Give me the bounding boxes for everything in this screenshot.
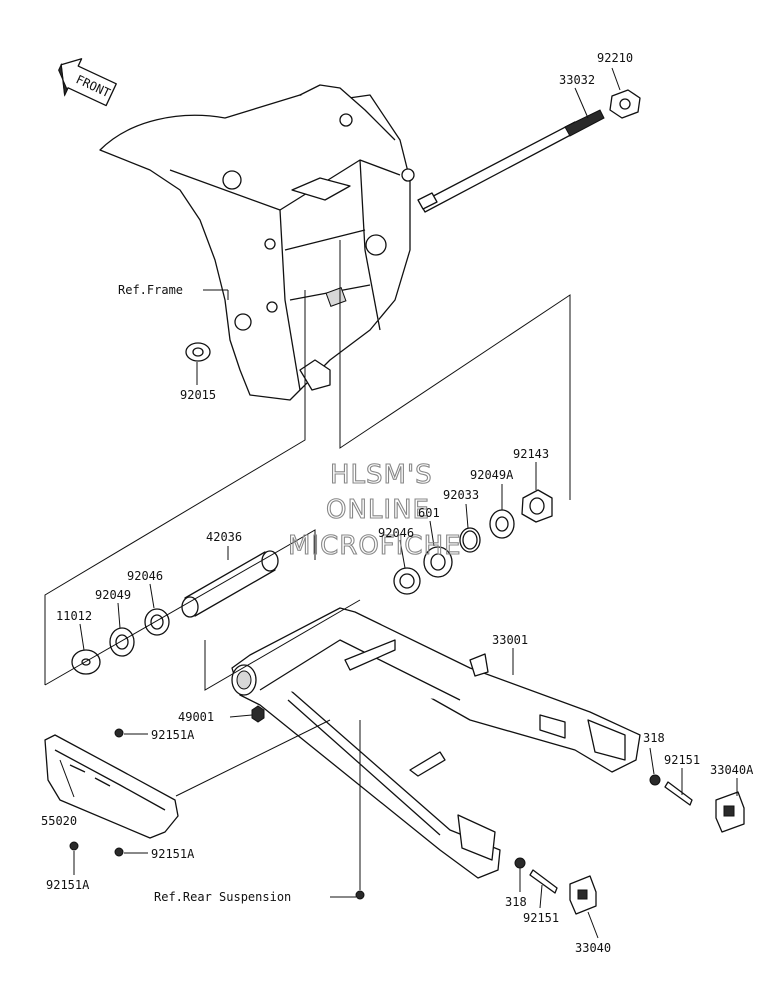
part-label-318-right: 318 — [643, 731, 665, 745]
part-label-33040: 33040 — [575, 941, 611, 955]
watermark-line-3: MICROFICHE — [288, 531, 462, 561]
fasteners — [69, 705, 745, 915]
part-label-601: 601 — [418, 506, 440, 520]
part-label-92151A-top: 92151A — [151, 728, 195, 742]
watermark-line-1: HLSM'S — [330, 460, 433, 490]
part-label-11012: 11012 — [56, 609, 92, 623]
nut-49001-icon — [251, 705, 265, 723]
leader-lines — [59, 67, 738, 939]
part-label-318-bottom: 318 — [505, 895, 527, 909]
part-label-92210: 92210 — [597, 51, 633, 65]
part-label-42036: 42036 — [206, 530, 242, 544]
part-label-49001: 49001 — [178, 710, 214, 724]
part-label-92151-bottom: 92151 — [523, 911, 559, 925]
part-label-33032: 33032 — [559, 73, 595, 87]
part-label-33040A: 33040A — [710, 763, 754, 777]
bearing-stack-right — [393, 489, 553, 595]
washer-318-right-icon — [649, 774, 661, 786]
part-label-92151A-bottom: 92151A — [46, 878, 90, 892]
swingarm-33001 — [231, 607, 641, 879]
bolt-92151A-bottom-icon — [69, 841, 79, 851]
sleeve-42036 — [181, 550, 279, 618]
washer-318-bottom-icon — [514, 857, 526, 869]
part-label-92033: 92033 — [443, 488, 479, 502]
group-outlines — [44, 240, 571, 691]
collar-92015 — [185, 342, 211, 362]
part-label-92046-upper: 92046 — [378, 526, 414, 540]
part-label-92151A-mid: 92151A — [151, 847, 195, 861]
front-arrow-icon: FRONT — [58, 58, 117, 107]
pivot-shaft — [417, 109, 605, 213]
part-label-92049: 92049 — [95, 588, 131, 602]
bolt-92151-bottom-icon — [529, 869, 558, 894]
part-label-92046-lower: 92046 — [127, 569, 163, 583]
bolt-92151A-mid-icon — [114, 847, 124, 857]
ref-frame-label: Ref.Frame — [118, 283, 183, 297]
part-label-33001: 33001 — [492, 633, 528, 647]
bolt-92151-right-icon — [664, 781, 693, 806]
part-label-92143: 92143 — [513, 447, 549, 461]
watermark-line-2: ONLINE — [326, 495, 430, 525]
chain-guard-55020 — [44, 734, 179, 839]
part-label-92015: 92015 — [180, 388, 216, 402]
frame-drawing — [99, 84, 415, 401]
watermark: HLSM'S ONLINE MICROFICHE — [287, 459, 462, 561]
part-label-55020: 55020 — [41, 814, 77, 828]
bolt-92151A-top-icon — [114, 728, 124, 738]
ref-rear-suspension-label: Ref.Rear Suspension — [154, 890, 291, 904]
bolt-rear-suspension-icon — [355, 890, 365, 900]
nut-92210 — [609, 89, 641, 119]
part-label-92049A: 92049A — [470, 468, 514, 482]
part-label-92151-right: 92151 — [664, 753, 700, 767]
